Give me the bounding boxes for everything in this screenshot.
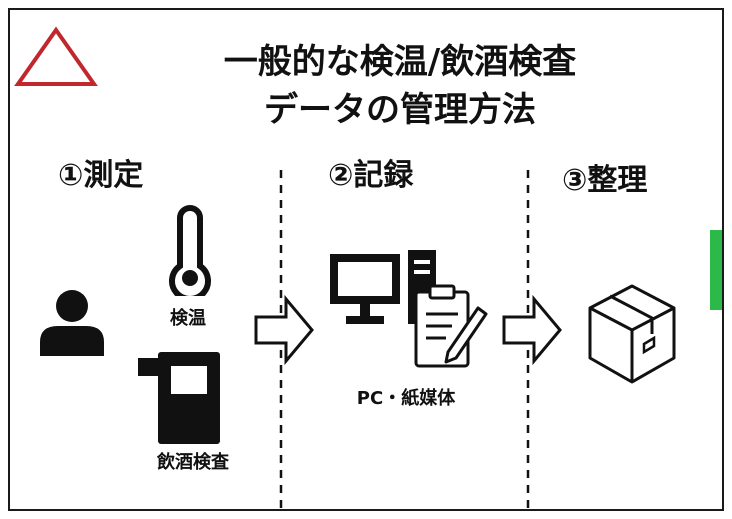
desktop-computer-icon [330,250,436,324]
person-icon [40,290,104,356]
right-arrow-icon [254,295,314,365]
thermometer-icon [169,205,211,296]
title-line-2: データの管理方法 [264,90,536,130]
step-record-heading: ②記録 [328,158,414,193]
clipboard-pencil-icon [414,284,488,368]
breathalyzer-icon [138,352,220,444]
slide-frame: 一般的な検温/飲酒検査 データの管理方法 ①測定 ②記録 ③整理 検温 飲酒検査 [8,8,724,511]
right-arrow-icon [502,295,562,365]
temperature-label: 検温 [170,308,206,329]
title-line-1: 一般的な検温/飲酒検査 [223,42,577,82]
box-icon [588,284,676,384]
accent-tab [710,230,722,310]
triangle-icon [14,26,98,86]
record-medium-label: PC・紙媒体 [356,388,456,409]
alcohol-test-label: 飲酒検査 [157,452,229,473]
step-measure-heading: ①測定 [58,158,144,193]
step-organize-heading: ③整理 [562,163,648,198]
